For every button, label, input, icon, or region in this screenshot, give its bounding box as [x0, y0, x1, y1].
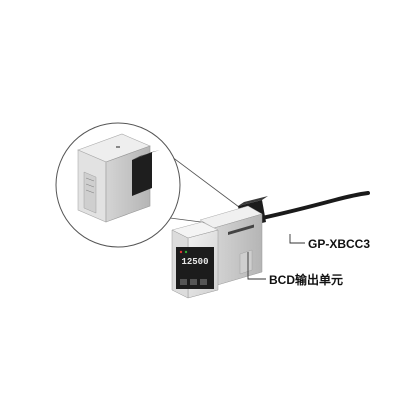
display-unit: [171, 221, 219, 299]
cable-callout-label: GP-XBCC3: [308, 237, 371, 251]
display-readout: 12500: [181, 257, 209, 267]
cable: [260, 191, 370, 220]
inset-bcd-module: [77, 133, 160, 223]
indicator-led: [184, 250, 188, 254]
display-button[interactable]: [190, 279, 197, 285]
display-button[interactable]: [180, 279, 187, 285]
bcd-unit-callout-label: BCD输出单元: [269, 273, 343, 287]
indicator-led: [179, 250, 183, 254]
callout-leaders: [247, 234, 305, 280]
bcd-output-unit: [199, 205, 263, 287]
zoom-inset: [55, 122, 181, 248]
display-button[interactable]: [200, 279, 207, 285]
